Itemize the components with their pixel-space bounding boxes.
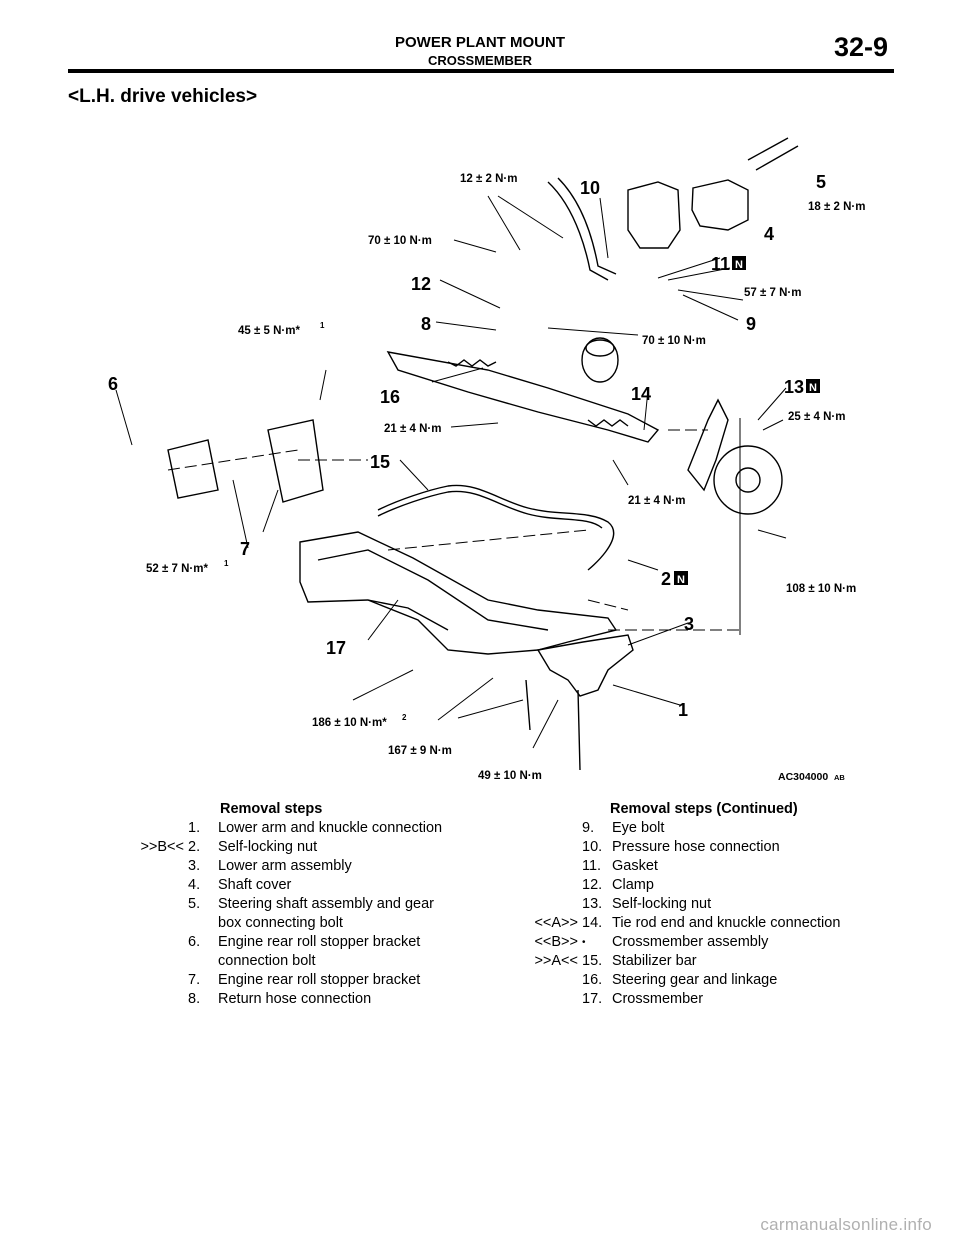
steering-shaft-drawing [747, 137, 799, 171]
part-label-5: 5 [816, 172, 826, 192]
part-label-13: 13 [784, 377, 804, 397]
stabilizer-bar-drawing [377, 484, 615, 571]
part-label-14: 14 [631, 384, 651, 404]
list-item: 3.Lower arm assembly [188, 858, 352, 874]
list-item: >>A<<15.Stabilizer bar [534, 953, 697, 969]
torque-label: 52 ± 7 N·m* [146, 563, 208, 575]
page-subtitle: <L.H. drive vehicles> [68, 86, 258, 107]
list-item: 11.Gasket [582, 858, 658, 874]
figure-code-suffix: AB [834, 773, 845, 782]
lower-arm-drawing [536, 634, 634, 697]
header-rule [68, 69, 894, 73]
torque-label: 70 ± 10 N·m [642, 335, 706, 347]
torque-label: 45 ± 5 N·m* [238, 325, 300, 337]
torque-label: 25 ± 4 N·m [788, 411, 845, 423]
new-part-badge [674, 571, 688, 585]
list-item: <<B>>•Crossmember assembly [534, 934, 769, 950]
new-part-badge-text: N [735, 259, 743, 271]
removal-steps-title: Removal steps [220, 801, 323, 817]
torque-label: 108 ± 10 N·m [786, 583, 856, 595]
new-part-badge [732, 256, 746, 270]
list-item: 9.Eye bolt [582, 820, 665, 836]
list-item-continued: connection bolt [218, 953, 316, 969]
list-item: 8.Return hose connection [188, 991, 372, 1007]
torque-label: 18 ± 2 N·m [808, 201, 865, 213]
torque-footnote-mark: 2 [402, 713, 407, 722]
torque-footnote-mark: 1 [224, 559, 229, 568]
torque-label: 21 ± 4 N·m [384, 423, 441, 435]
watermark: carmanualsonline.info [760, 1215, 932, 1234]
part-label-16: 16 [380, 387, 400, 407]
new-part-badge [806, 379, 820, 393]
bullet-icon: • [582, 937, 586, 948]
shaft-cover-drawing [627, 181, 681, 249]
figure-code: AC304000 [778, 771, 828, 783]
list-item: 6.Engine rear roll stopper bracket [188, 934, 421, 950]
list-item: <<A>>14.Tie rod end and knuckle connecti… [534, 915, 841, 931]
brake-disc-drawing [713, 445, 783, 515]
list-item: 5.Steering shaft assembly and gear [188, 896, 435, 912]
removal-steps-list: Removal steps 1.Lower arm and knuckle co… [120, 800, 480, 1009]
torque-label: 12 ± 2 N·m [460, 173, 517, 185]
part-label-6: 6 [108, 374, 118, 394]
torque-label: 186 ± 10 N·m* [312, 717, 387, 729]
list-item: 17.Crossmember [582, 991, 704, 1007]
subsection-title: CROSSMEMBER [427, 53, 532, 68]
part-label-2: 2 [661, 569, 671, 589]
list-item: 12.Clamp [582, 877, 654, 893]
list-item: 7.Engine rear roll stopper bracket [188, 972, 421, 988]
exploded-view-diagram: 10 5 4 11 N 12 8 9 6 16 14 13 N 15 7 2 N… [108, 137, 865, 783]
torque-footnote-mark: 1 [320, 321, 325, 330]
list-item: 16.Steering gear and linkage [582, 972, 778, 988]
torque-label: 21 ± 4 N·m [628, 495, 685, 507]
part-label-9: 9 [746, 314, 756, 334]
part-label-10: 10 [580, 178, 600, 198]
section-title: POWER PLANT MOUNT [395, 34, 565, 51]
part-label-15: 15 [370, 452, 390, 472]
roll-stopper-bracket-drawing [167, 439, 219, 499]
torque-label: 167 ± 9 N·m [388, 745, 452, 757]
list-item: 1.Lower arm and knuckle connection [188, 820, 443, 836]
part-label-11: 11 [711, 254, 730, 274]
steering-gear-drawing [386, 351, 660, 443]
page-number: 32-9 [833, 32, 888, 62]
part-label-3: 3 [684, 614, 694, 634]
torque-label: 57 ± 7 N·m [744, 287, 801, 299]
list-item: 4.Shaft cover [188, 877, 292, 893]
list-item: 10.Pressure hose connection [582, 839, 780, 855]
part-label-17: 17 [326, 638, 346, 658]
list-item: 13.Self-locking nut [582, 896, 712, 912]
removal-steps-continued-title: Removal steps (Continued) [610, 801, 798, 817]
torque-label: 70 ± 10 N·m [368, 235, 432, 247]
part-label-4: 4 [764, 224, 774, 244]
part-label-1: 1 [678, 700, 688, 720]
list-item-continued: box connecting bolt [218, 915, 343, 931]
removal-steps-continued-list: Removal steps (Continued) 9.Eye bolt 10.… [488, 800, 908, 1009]
list-item: >>B<<2.Self-locking nut [140, 839, 318, 855]
part-label-7: 7 [240, 539, 250, 559]
new-part-badge-text: N [809, 382, 817, 394]
part-label-12: 12 [411, 274, 431, 294]
pressure-hose-drawing [547, 181, 609, 281]
crossmember-drawing [299, 531, 618, 655]
new-part-badge-text: N [677, 574, 685, 586]
part-label-8: 8 [421, 314, 431, 334]
torque-label: 49 ± 10 N·m [478, 770, 542, 782]
